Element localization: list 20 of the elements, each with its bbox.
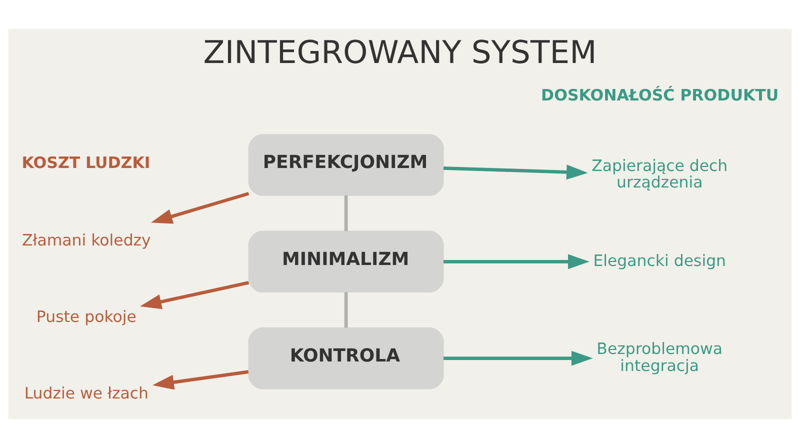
node-text: Złamani koledzy [22,230,151,250]
label: KOSZT LUDZKI [22,152,150,172]
node-text: Ludzie we łzach [24,382,149,402]
arrow [444,164,588,180]
node-text: Bezproblemowa integracja [596,338,723,374]
node-box: MINIMALIZM [248,230,444,292]
arrow [444,350,593,366]
node-text: Puste pokoje [36,306,136,326]
label: DOSKONAŁOŚĆ PRODUKTU [541,85,779,104]
node-text: Zapierające dech urządzenia [592,155,728,192]
arrow [152,370,249,390]
arrow [150,191,250,224]
arrow [444,254,590,269]
connector [344,292,348,328]
diagram-title: ZINTEGROWANY SYSTEM [203,34,597,71]
node-box: PERFEKCJONIZM [248,134,444,196]
node-box: KONTROLA [248,326,444,389]
node-text: Elegancki design [593,250,726,270]
connector [344,194,348,231]
arrow [140,280,250,309]
